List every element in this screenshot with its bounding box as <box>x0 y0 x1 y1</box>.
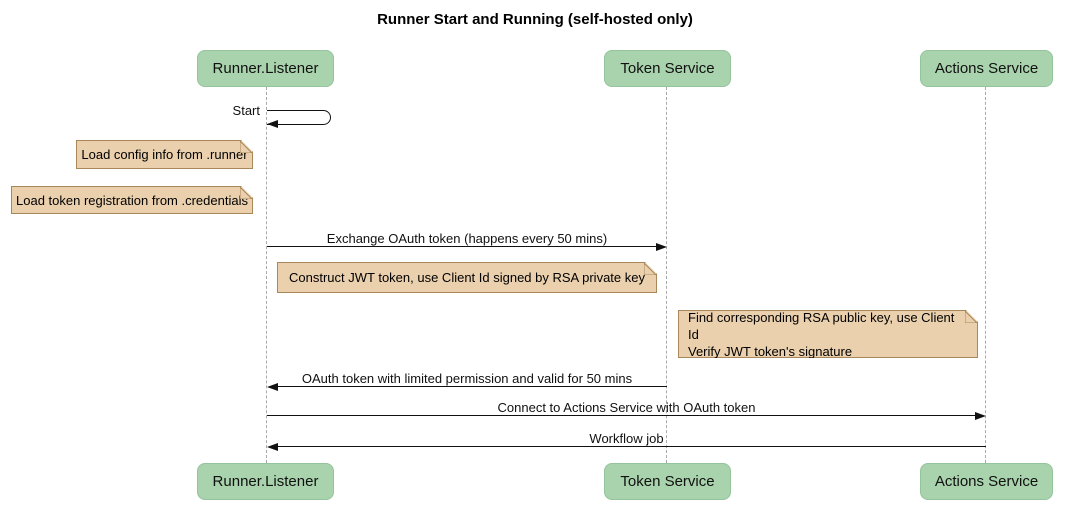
message-workflow-arrowhead-icon <box>267 443 278 451</box>
message-start-arrowhead-icon <box>267 120 278 128</box>
note-verify-jwt: Find corresponding RSA public key, use C… <box>678 310 978 358</box>
message-connect-arrowhead-icon <box>975 412 986 420</box>
participant-label: Runner.Listener <box>212 473 319 490</box>
message-oauth-return-label: OAuth token with limited permission and … <box>301 371 633 386</box>
participant-runner-listener-top: Runner.Listener <box>197 50 334 87</box>
message-oauth-return-line <box>277 386 667 387</box>
note-load-token-registration: Load token registration from .credential… <box>11 186 253 214</box>
note-load-token-registration-text: Load token registration from .credential… <box>16 192 248 208</box>
participant-label: Token Service <box>620 473 715 490</box>
participant-runner-listener-bottom: Runner.Listener <box>197 463 334 500</box>
lifeline-token-service <box>666 87 667 463</box>
note-verify-jwt-text: Find corresponding RSA public key, use C… <box>688 309 955 359</box>
note-fold-corner-icon <box>240 141 252 153</box>
participant-label: Token Service <box>620 60 715 77</box>
lifeline-actions-service <box>985 87 986 463</box>
note-fold-corner-icon <box>644 263 656 275</box>
message-exchange-label: Exchange OAuth token (happens every 50 m… <box>326 231 608 246</box>
message-start-self-loop <box>267 110 331 125</box>
note-construct-jwt: Construct JWT token, use Client Id signe… <box>277 262 657 293</box>
message-connect-label: Connect to Actions Service with OAuth to… <box>497 400 756 415</box>
lifeline-runner-listener <box>266 87 267 463</box>
note-load-config: Load config info from .runner <box>76 140 253 169</box>
note-fold-corner-icon <box>240 187 252 199</box>
message-workflow-label: Workflow job <box>589 431 664 446</box>
message-oauth-return-arrowhead-icon <box>267 383 278 391</box>
participant-actions-service-top: Actions Service <box>920 50 1053 87</box>
participant-token-service-top: Token Service <box>604 50 731 87</box>
participant-label: Runner.Listener <box>212 60 319 77</box>
note-load-config-text: Load config info from .runner <box>81 147 248 162</box>
participant-label: Actions Service <box>934 60 1039 77</box>
message-exchange-line <box>267 246 656 247</box>
participant-token-service-bottom: Token Service <box>604 463 731 500</box>
participant-actions-service-bottom: Actions Service <box>920 463 1053 500</box>
message-workflow-line <box>277 446 986 447</box>
message-connect-line <box>267 415 975 416</box>
note-fold-corner-icon <box>965 311 977 323</box>
participant-label: Actions Service <box>934 473 1039 490</box>
message-exchange-arrowhead-icon <box>656 243 667 251</box>
note-construct-jwt-text: Construct JWT token, use Client Id signe… <box>289 270 645 285</box>
diagram-title: Runner Start and Running (self-hosted on… <box>377 11 693 28</box>
message-start-label: Start <box>232 103 260 118</box>
